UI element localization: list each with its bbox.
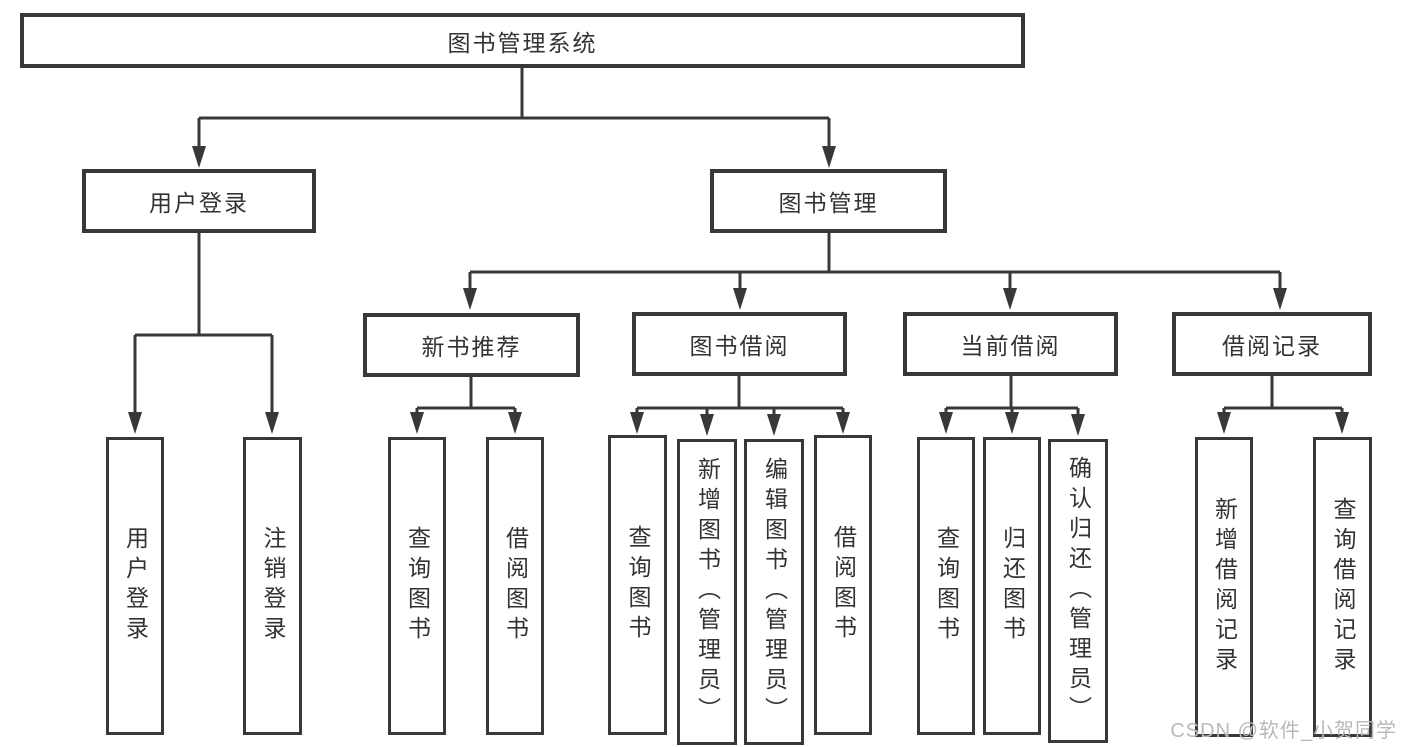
node-user-login: 用户登录	[82, 169, 316, 233]
node-root-library-system: 图书管理系统	[20, 13, 1025, 68]
connector-borrow-records-group	[1222, 376, 1344, 416]
leaf-add-borrow-record: 新增借阅记录	[1195, 437, 1253, 737]
leaf-query-books-recommend: 查询图书	[388, 437, 446, 735]
arrowheads-borrow-records-children	[1217, 412, 1349, 434]
arrowheads-level2	[192, 146, 836, 168]
leaf-query-books-borrow: 查询图书	[608, 435, 667, 735]
arrowheads-new-books-children	[410, 412, 522, 434]
connector-root-to-level2	[197, 68, 831, 148]
node-book-management: 图书管理	[710, 169, 947, 233]
leaf-confirm-return-admin: 确认归还（管理员）	[1048, 439, 1108, 743]
leaf-logout-login: 注销登录	[243, 437, 302, 735]
leaf-user-login: 用户登录	[106, 437, 164, 735]
leaf-query-books-current: 查询图书	[917, 437, 975, 735]
node-current-borrowing: 当前借阅	[903, 312, 1118, 376]
arrowheads-current-borrow-children	[939, 412, 1085, 436]
node-new-book-recommend: 新书推荐	[363, 313, 580, 377]
node-book-borrowing: 图书借阅	[632, 312, 847, 376]
leaf-add-books-admin: 新增图书（管理员）	[677, 439, 737, 745]
connector-current-borrow-group	[944, 376, 1080, 418]
leaf-borrow-books-borrow: 借阅图书	[814, 435, 872, 735]
arrowheads-level3	[463, 288, 1287, 310]
leaf-edit-books-admin: 编辑图书（管理员）	[744, 439, 804, 745]
csdn-watermark: CSDN @软件_小贺同学	[1170, 720, 1397, 742]
connector-book-mgmt-to-level3	[468, 233, 1282, 290]
leaf-return-books: 归还图书	[983, 437, 1041, 735]
node-borrow-records: 借阅记录	[1172, 312, 1372, 376]
arrowheads-user-login-children	[128, 412, 279, 434]
connector-user-login-group	[133, 233, 274, 414]
connector-book-borrow-group	[635, 376, 845, 418]
leaf-borrow-books-recommend: 借阅图书	[486, 437, 544, 735]
arrowheads-book-borrow-children	[630, 412, 850, 436]
connector-new-books-group	[415, 377, 517, 416]
leaf-query-borrow-record: 查询借阅记录	[1313, 437, 1372, 737]
